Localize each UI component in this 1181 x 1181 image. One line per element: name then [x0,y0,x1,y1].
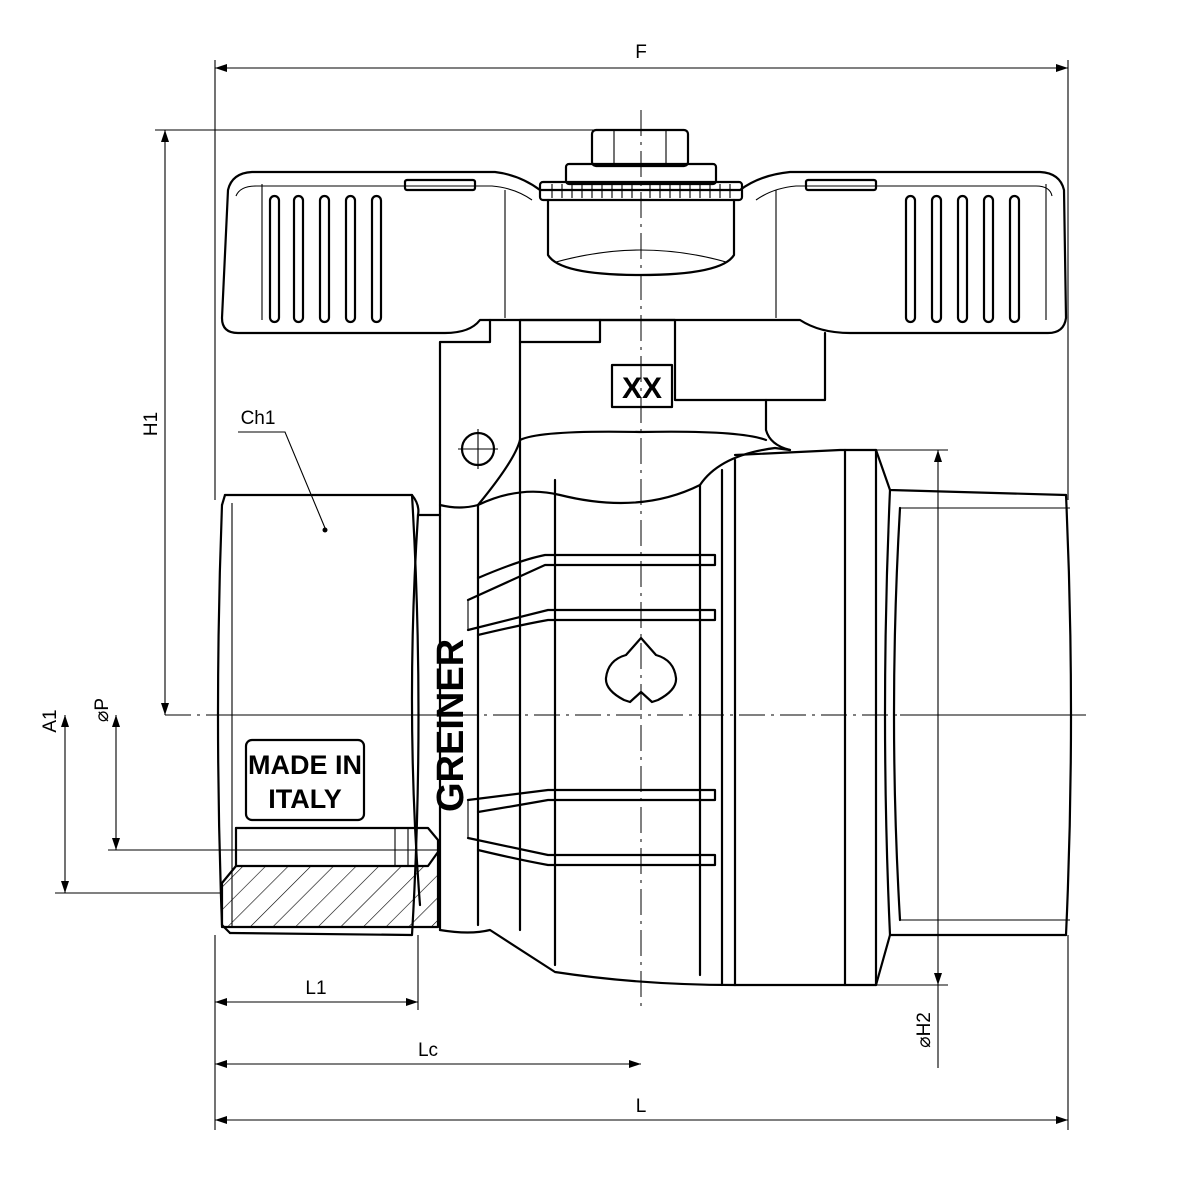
butterfly-handle [220,128,1068,335]
size-code-box [610,363,674,409]
origin-line2: ITALY [268,784,342,814]
hex-nut [590,128,690,168]
dim-label-H2: ⌀H2 [914,1012,935,1048]
centre-lines [165,110,1086,1010]
grip-ribs-left [268,194,383,324]
dim-label-H1: H1 [141,412,162,436]
dim-label-Lc: Lc [418,1040,438,1061]
origin-plate: MADE IN ITALY [244,738,366,822]
origin-line1: MADE IN [248,750,362,780]
dimension-labels: F H1 A1 ⌀P ⌀H2 L1 Lc L Ch1 [40,42,935,1117]
brand-logo-spade [604,636,678,704]
section-cut [220,826,440,929]
dim-label-F: F [635,42,647,63]
dim-label-L: L [636,1096,647,1117]
serrated-washer [551,184,731,198]
dim-label-A1: A1 [40,709,61,732]
size-code-text: XX [622,372,662,405]
stem-neck: XX [438,318,827,507]
dimension-lines [55,60,1069,1130]
brand-text: GREINER [430,639,472,812]
dim-label-L1: L1 [305,978,326,999]
grip-ribs-right [904,194,1021,324]
dim-label-P: ⌀P [92,698,113,722]
dim-label-Ch1: Ch1 [241,408,276,429]
